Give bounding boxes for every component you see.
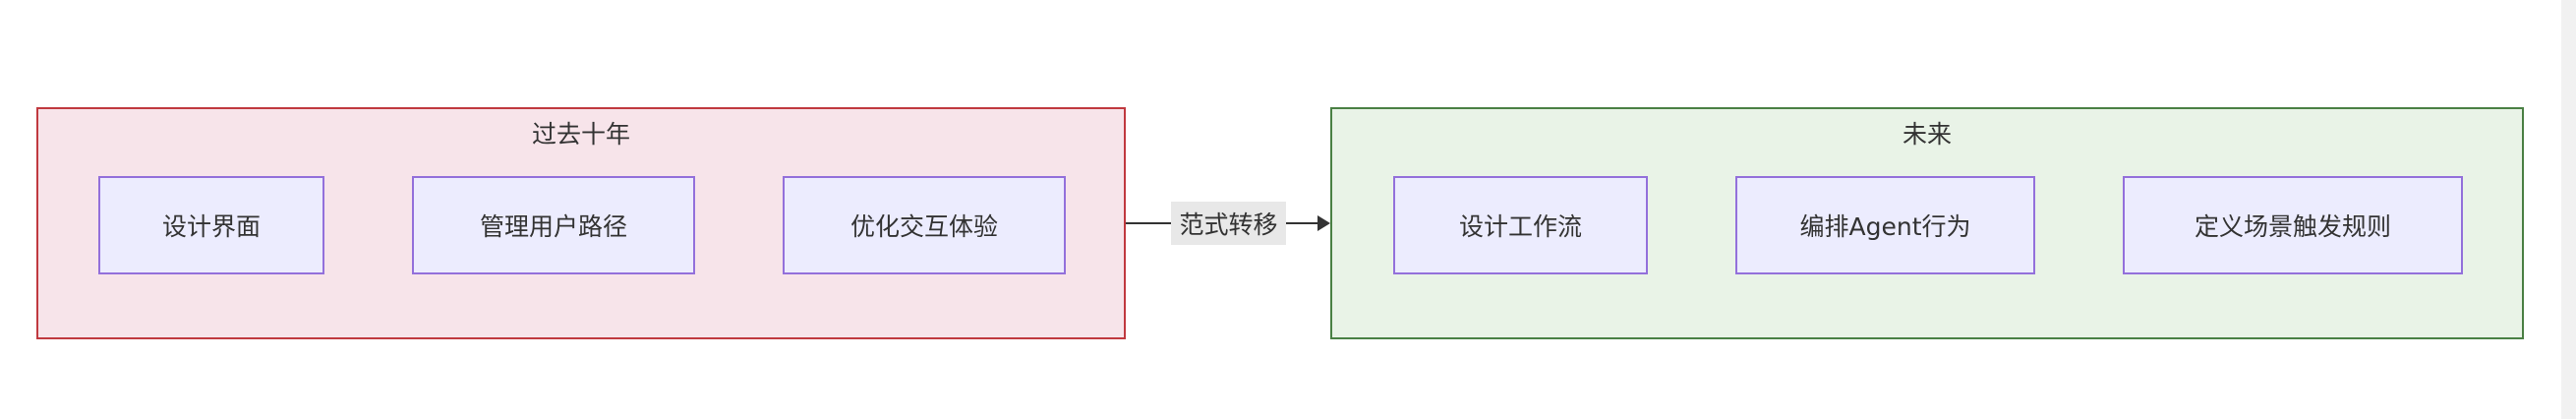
arrowhead-icon — [1317, 215, 1330, 231]
node-optimize-interaction[interactable]: 优化交互体验 — [783, 176, 1066, 274]
node-define-trigger-rules[interactable]: 定义场景触发规则 — [2123, 176, 2463, 274]
scrollbar[interactable] — [2561, 0, 2576, 419]
group-future: 未来 设计工作流 编排Agent行为 定义场景触发规则 — [1330, 107, 2524, 339]
node-design-ui[interactable]: 设计界面 — [98, 176, 324, 274]
group-title: 未来 — [1902, 120, 1952, 149]
group-title: 过去十年 — [531, 120, 630, 149]
node-orchestrate-agent[interactable]: 编排Agent行为 — [1735, 176, 2035, 274]
edge-line-left — [1126, 222, 1171, 224]
node-manage-user-path[interactable]: 管理用户路径 — [412, 176, 695, 274]
edge-label: 范式转移 — [1171, 202, 1286, 245]
edge-line-right — [1286, 222, 1319, 224]
group-past-decade: 过去十年 设计界面 管理用户路径 优化交互体验 — [36, 107, 1126, 339]
node-design-workflow[interactable]: 设计工作流 — [1393, 176, 1648, 274]
